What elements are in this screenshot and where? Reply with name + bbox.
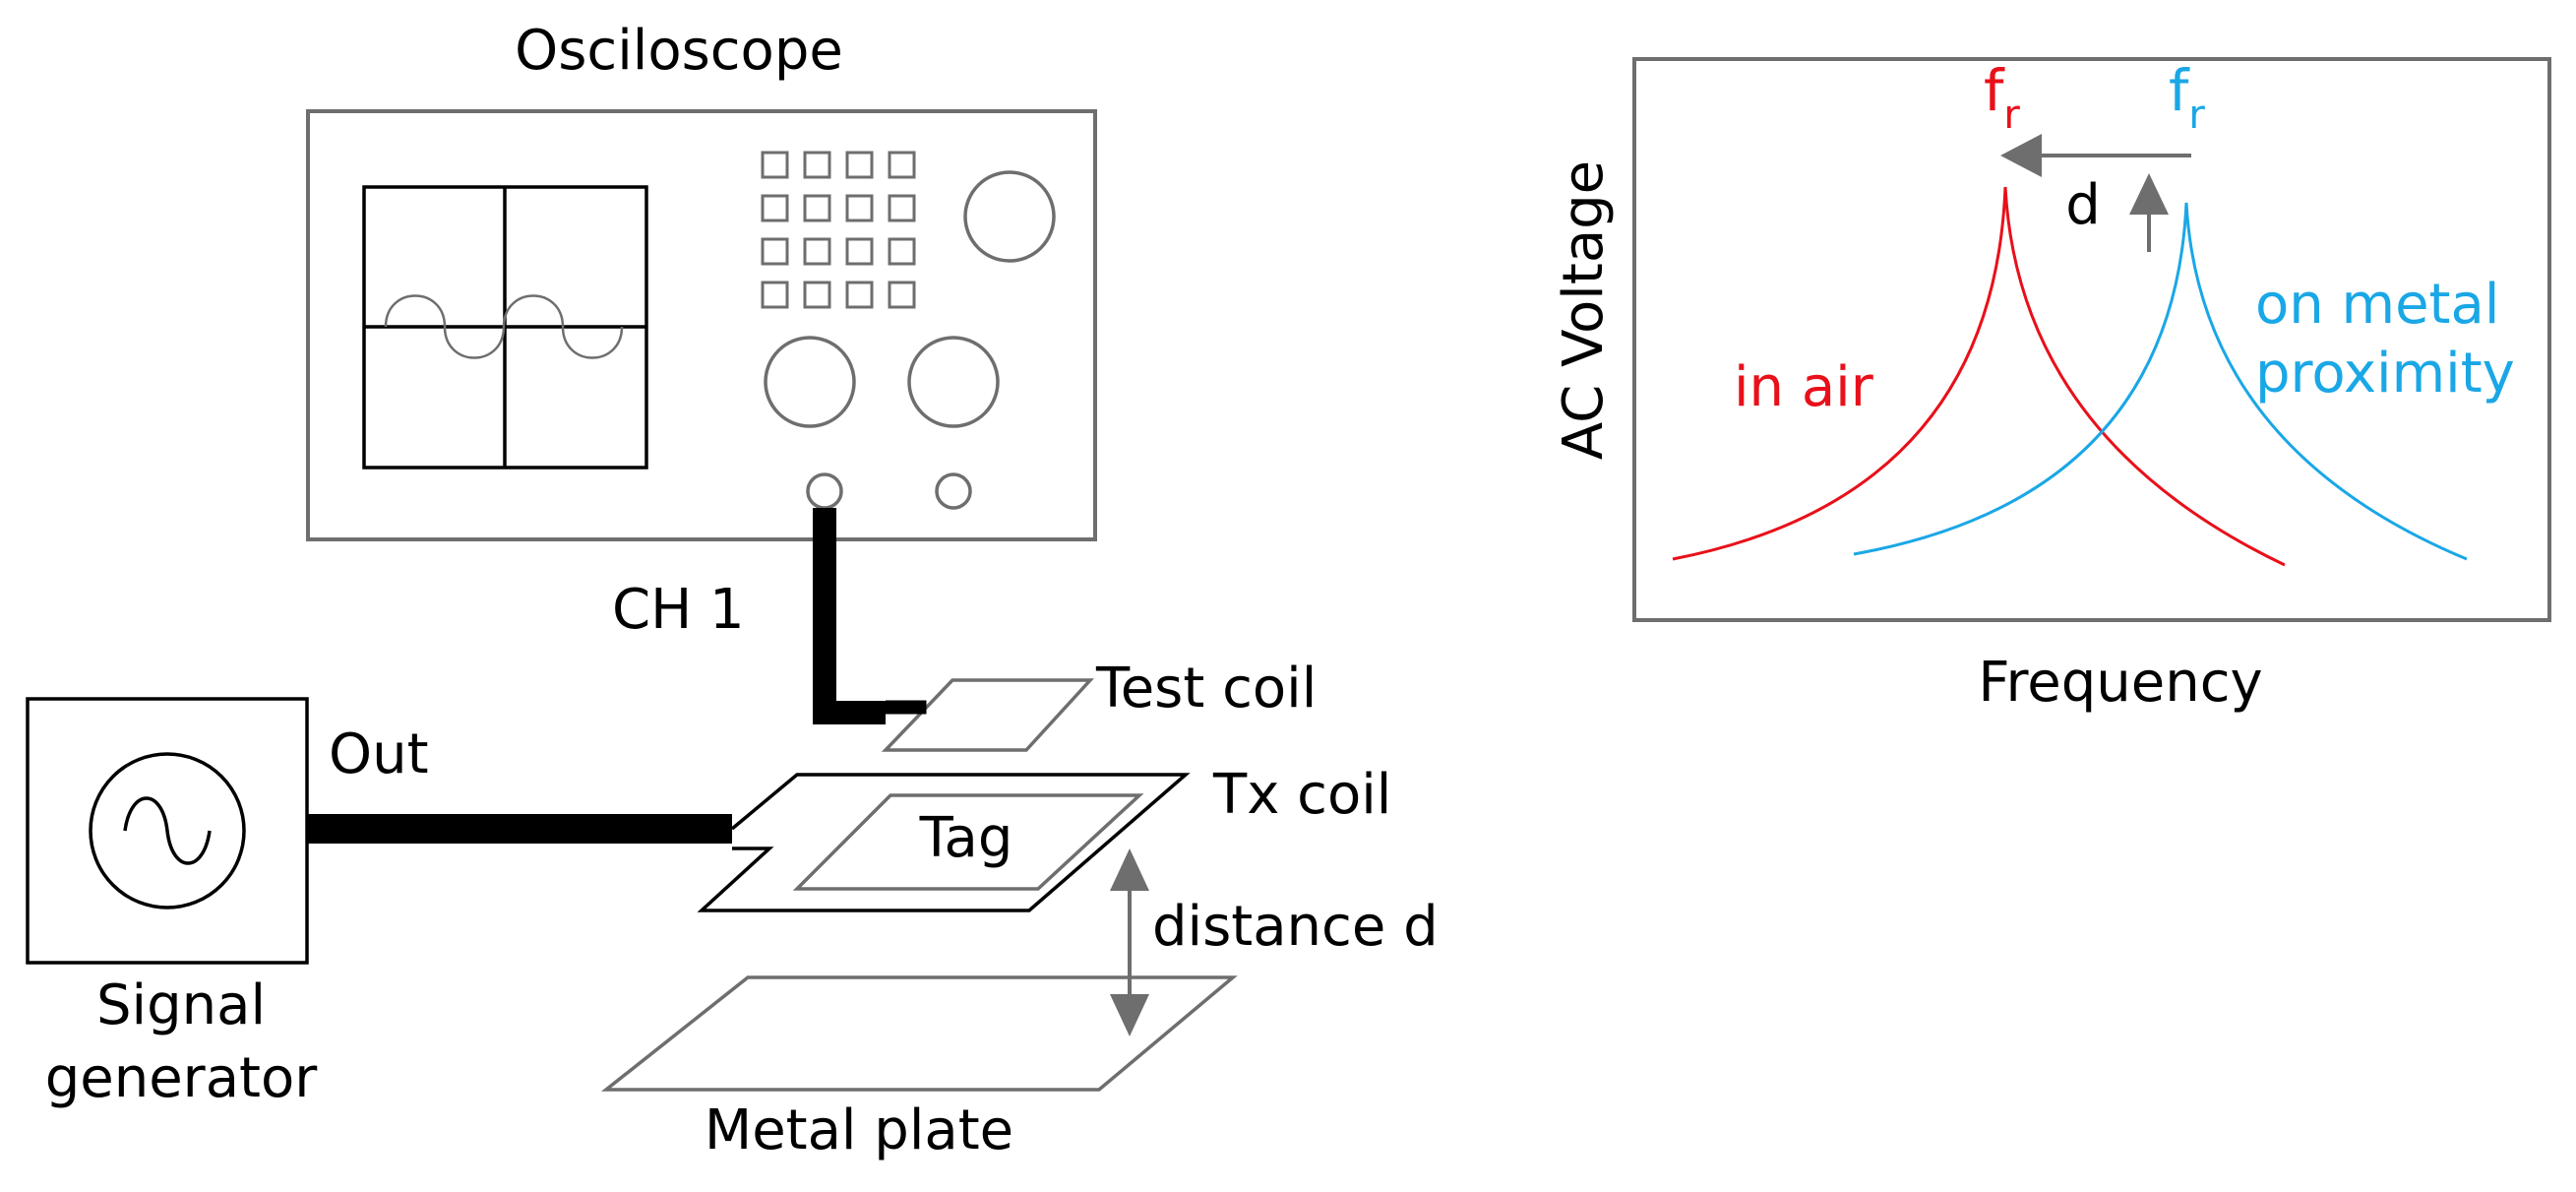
metal-label-line1: on metal (2255, 273, 2499, 337)
ch1-cable (813, 508, 886, 724)
x-axis-label: Frequency (1978, 651, 2262, 715)
metal-peak-symbol: f (2169, 57, 2190, 124)
sine-wave-icon (123, 796, 212, 865)
frequency-shift-arrow (2000, 134, 2191, 177)
metal-label-line2: proximity (2255, 342, 2515, 406)
oscilloscope-knob-large (963, 170, 1056, 263)
shift-label: d (2065, 173, 2101, 237)
signal-generator-label-line2: generator (45, 1046, 319, 1110)
plot-frame (1632, 57, 2551, 622)
resonance-plot: AC Voltage Frequency fr fr d in air on m… (1552, 57, 2551, 715)
test-coil: Test coil (881, 657, 1317, 752)
signal-generator-dial (89, 752, 246, 910)
oscilloscope-screen (362, 185, 648, 470)
oscilloscope-knob-right (907, 336, 1000, 428)
y-axis-label: AC Voltage (1552, 160, 1616, 460)
signal-generator: Signal generator Out (26, 697, 429, 1110)
tx-coil-label: Tx coil (1212, 763, 1391, 827)
oscilloscope-body (306, 109, 1097, 541)
amplitude-change-arrow (2129, 173, 2169, 252)
in-air-label: in air (1734, 355, 1874, 419)
tag-label: Tag (919, 806, 1013, 870)
sine-trace (384, 294, 624, 359)
metal-peak-label: fr (2169, 57, 2205, 138)
in-air-peak-label: fr (1984, 57, 2020, 138)
oscilloscope-connector-2 (935, 472, 972, 510)
metal-plate-label: Metal plate (705, 1098, 1013, 1162)
oscilloscope-knob-left (764, 336, 856, 428)
oscilloscope-ch1-connector (806, 472, 843, 510)
signal-generator-label-line1: Signal (96, 973, 266, 1037)
oscilloscope-button-grid (761, 151, 916, 309)
tag: Tag (792, 793, 1144, 891)
metal-peak-subscript: r (2188, 93, 2205, 138)
in-air-curve (1672, 186, 2286, 567)
out-label: Out (329, 722, 429, 786)
tx-coil: Tx coil (697, 763, 1391, 912)
metal-plate: Metal plate (600, 975, 1238, 1162)
ch1-label: CH 1 (612, 578, 745, 642)
distance-arrow (1110, 848, 1149, 1036)
distance-label: distance d (1152, 895, 1439, 959)
in-air-peak-subscript: r (2003, 93, 2020, 138)
test-coil-label: Test coil (1095, 657, 1317, 721)
in-air-peak-symbol: f (1984, 57, 2005, 124)
metal-proximity-curve (1853, 202, 2468, 561)
oscilloscope: Osciloscope (306, 19, 1097, 541)
oscilloscope-label: Osciloscope (515, 19, 843, 83)
